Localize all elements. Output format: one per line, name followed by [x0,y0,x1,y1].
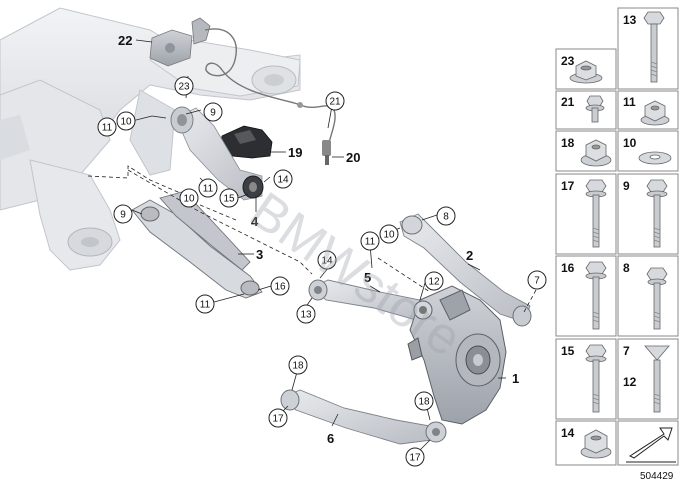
callout-11-upper: 11 [97,117,117,137]
bracket-part-19 [219,125,273,159]
callout-21: 21 [325,91,345,111]
cell-7: 7 [623,344,630,358]
svg-text:15: 15 [223,194,235,205]
label-6: 6 [327,431,334,446]
callout-10-right: 10 [379,224,399,244]
label-22: 22 [118,33,132,48]
nut-23-drawing [569,60,603,84]
cell-14: 14 [561,426,575,440]
callout-13: 13 [296,304,316,324]
svg-text:11: 11 [203,184,214,195]
sensor-cable-clip [297,102,303,108]
callout-12: 12 [424,271,444,291]
svg-text:17: 17 [409,453,421,464]
cell-15: 15 [561,344,575,358]
wheel-carrier-part-1 [407,285,507,425]
cell-17: 17 [561,179,575,193]
callout-8: 8 [436,206,456,226]
svg-text:10: 10 [383,230,395,241]
label-19: 19 [288,145,302,160]
cell-11: 11 [623,95,636,109]
bolt-17-drawing [585,179,607,248]
label-1: 1 [512,371,519,386]
callout-15: 15 [219,188,239,208]
cell-13: 13 [623,13,637,27]
callout-9-upper: 9 [203,102,223,122]
reference-number: 504429 [640,471,674,482]
cell-10: 10 [623,136,637,150]
bolt-16-drawing [585,261,607,330]
part-labels: 22 19 20 4 3 2 5 1 6 [118,33,519,446]
cell-12: 12 [623,375,637,389]
nut-14-drawing [580,429,612,459]
cell-8: 8 [623,261,630,275]
svg-text:14: 14 [277,175,289,186]
cell-16: 16 [561,261,575,275]
svg-text:7: 7 [534,276,540,287]
cell-23: 23 [561,54,575,68]
bolt-9-drawing [646,179,668,248]
svg-text:16: 16 [274,282,286,293]
label-3: 3 [256,247,263,262]
bolt-13-drawing [643,11,665,83]
svg-text:10: 10 [183,194,195,205]
svg-text:14: 14 [321,256,333,267]
label-5: 5 [364,270,371,285]
callout-11-right: 11 [360,231,380,251]
callout-18-right: 18 [414,391,434,411]
callout-7: 7 [527,270,547,290]
callout-16: 16 [270,276,290,296]
callout-23: 23 [174,76,194,96]
callout-11-lower: 11 [195,294,215,314]
svg-text:9: 9 [210,108,216,119]
callout-9-mid: 9 [113,204,133,224]
callout-10-mid: 10 [179,188,199,208]
svg-text:11: 11 [200,300,211,311]
svg-text:11: 11 [102,123,113,134]
bolt-7-12-drawing [644,345,670,413]
bolt-21-drawing [585,95,605,123]
label-20: 20 [346,150,360,165]
control-arm-part-2 [399,213,532,327]
fastener-table-numbers: 23 21 11 18 10 17 9 16 8 15 7 12 14 13 [561,13,637,440]
callout-11-mid: 11 [198,178,218,198]
fastener-drawings [569,11,672,459]
bolt-15-drawing [585,344,607,413]
callout-18-left: 18 [288,355,308,375]
svg-text:9: 9 [120,210,126,221]
direction-arrow-icon [626,427,676,463]
sensor-bracket-part-22 [149,17,211,67]
svg-text:10: 10 [120,117,132,128]
svg-text:17: 17 [272,414,284,425]
svg-text:21: 21 [329,97,341,108]
svg-text:23: 23 [178,82,190,93]
svg-text:13: 13 [300,310,312,321]
fastener-table [555,7,679,466]
cell-18: 18 [561,136,575,150]
svg-text:8: 8 [443,212,449,223]
label-4: 4 [251,214,259,229]
callouts: 9 10 11 23 21 14 15 11 10 9 8 10 11 14 1… [97,76,547,467]
svg-text:18: 18 [418,397,430,408]
nut-18-drawing [580,139,612,167]
trailing-arm-part-3 [131,191,263,299]
label-2: 2 [466,248,473,263]
callout-14-mid: 14 [317,250,337,270]
svg-text:18: 18 [292,361,304,372]
control-arm-part-6 [280,389,447,445]
callout-17-right: 17 [405,447,425,467]
nut-11-drawing [640,100,670,126]
cell-9: 9 [623,179,630,193]
callout-17-left: 17 [268,408,288,428]
callout-14-upper: 14 [273,169,293,189]
cell-21: 21 [561,95,575,109]
washer-10-drawing [638,151,672,165]
wheel-speed-sensor-part-20 [322,140,331,165]
svg-text:11: 11 [365,237,376,248]
callout-10-upper: 10 [116,111,136,131]
bolt-8-drawing [646,267,668,330]
svg-text:12: 12 [428,277,440,288]
